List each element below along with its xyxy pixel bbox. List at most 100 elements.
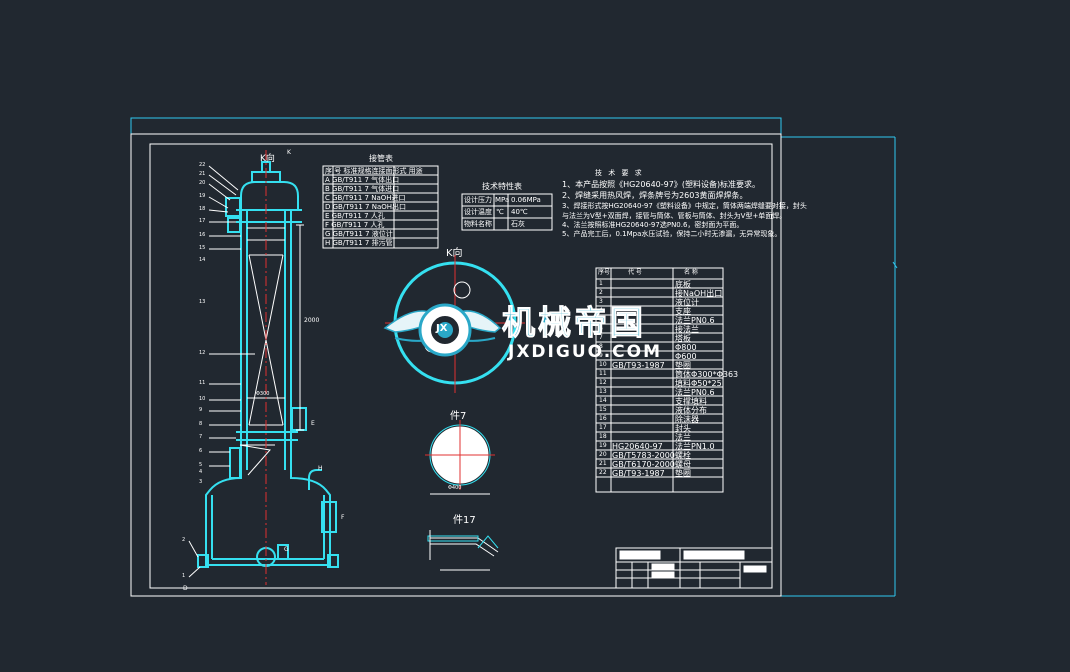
tech-char-temp-value: 40℃ (511, 208, 528, 216)
parts-row-13-name: 法兰PN0.6 (675, 388, 715, 397)
k-direction-label: K向 (260, 154, 275, 164)
part17-view (427, 530, 499, 571)
parts-row-10-code: GB/T93-1987 (612, 361, 665, 370)
item-number-8: 8 (199, 421, 203, 427)
nozzle-letter-f: F (341, 514, 345, 521)
watermark-badge: JX (436, 323, 448, 334)
item-number-18: 18 (199, 206, 206, 212)
parts-row-9-name: Φ600 (675, 352, 697, 361)
tech-char-table (461, 193, 553, 231)
parts-row-12-name: 填料Φ50*25 (675, 379, 722, 388)
item-number-20: 20 (199, 180, 206, 186)
parts-row-7-no: 7 (599, 334, 603, 341)
parts-row-9-no: 9 (599, 352, 603, 359)
tech-char-pressure-value: 0.06MPa (511, 196, 541, 204)
tech-req-title: 技 术 要 求 (595, 169, 644, 177)
item-number-6: 6 (199, 448, 203, 454)
parts-row-13-no: 13 (599, 388, 607, 395)
parts-row-5-name: 法兰PN0.6 (675, 316, 715, 325)
tech-char-medium-label: 物料名称 (464, 220, 492, 228)
part7-view (425, 420, 495, 495)
watermark-en: JXDIGUO.COM (508, 342, 663, 362)
tech-char-medium-value: 石灰 (511, 220, 525, 228)
item-number-21: 21 (199, 171, 206, 177)
tech-char-title: 技术特性表 (482, 182, 522, 191)
parts-row-11-no: 11 (599, 370, 607, 377)
parts-row-18-name: 法兰 (675, 433, 691, 442)
tech-char-pressure-unit: MPa (495, 196, 510, 204)
parts-header-name: 名 称 (684, 269, 698, 276)
item-number-7: 7 (199, 434, 203, 440)
item-number-10: 10 (199, 396, 206, 402)
parts-row-17-no: 17 (599, 424, 607, 431)
part17-label: 件17 (453, 515, 476, 526)
tech-req-line-6: 5、产品完工后，0.1Mpa水压试验，保持二小时无渗漏，无异常现象。 (562, 230, 782, 238)
item-number-5: 5 (199, 462, 203, 468)
parts-row-19-code: HG20640-97 (612, 442, 663, 451)
part7-dimension: Φ400 (448, 485, 462, 491)
parts-row-4-name: 支座 (675, 307, 691, 316)
parts-row-20-no: 20 (599, 451, 607, 458)
parts-header-code: 代 号 (628, 269, 642, 276)
parts-row-6-no: 6 (599, 325, 603, 332)
item-number-17: 17 (199, 218, 206, 224)
item-number-22: 22 (199, 162, 206, 168)
nozzle-row-a: A GB/T911 7 气体出口 (325, 176, 400, 184)
parts-row-19-no: 19 (599, 442, 607, 449)
nozzle-table-title: 接管表 (369, 154, 393, 163)
tech-char-temp-unit: ℃ (496, 208, 504, 216)
item-number-11: 11 (199, 380, 206, 386)
parts-row-20-code: GB/T5783-2000 (612, 451, 675, 460)
nozzle-row-c: C GB/T911 7 NaOH进口 (325, 194, 406, 202)
tech-req-line-1: 1、本产品按照《HG20640-97》(塑料设备)标准要求。 (562, 180, 761, 189)
nozzle-row-b: B GB/T911 7 气体进口 (325, 185, 400, 193)
watermark-cn: 机械帝国 (502, 303, 646, 342)
nozzle-row-f: F GB/T911 7 人孔 (325, 221, 385, 229)
parts-row-8-name: Φ800 (675, 343, 697, 352)
item-number-15: 15 (199, 245, 206, 251)
parts-row-17-name: 封头 (675, 424, 691, 433)
parts-row-21-code: GB/T6170-2000 (612, 460, 675, 469)
parts-row-10-no: 10 (599, 361, 607, 368)
parts-row-21-name: 螺母 (675, 460, 691, 469)
parts-row-7-name: 塔板 (675, 334, 691, 343)
nozzle-table (322, 165, 439, 249)
parts-row-4-no: 4 (599, 307, 603, 314)
nozzle-table-header: 序 号 标准规格连接面形式 用途 (325, 167, 423, 175)
tech-req-line-3: 3、焊接形式按HG20640-97《塑料设备》中规定，筒体两端焊缝要对接，封头 (562, 202, 807, 210)
item-number-19: 19 (199, 193, 206, 199)
item-number-3: 3 (199, 479, 203, 485)
tech-req-line-2: 2、焊缝采用热风焊，焊条牌号为2603黄面焊焊条。 (562, 191, 748, 200)
parts-row-18-no: 18 (599, 433, 607, 440)
item-number-9: 9 (199, 407, 203, 413)
tech-char-temp-label: 设计温度 (464, 208, 492, 216)
parts-row-21-no: 21 (599, 460, 607, 467)
item-number-14: 14 (199, 257, 206, 263)
k-view-label: K向 (446, 248, 463, 259)
parts-list (595, 267, 724, 493)
item-number-2: 2 (182, 537, 186, 543)
parts-row-15-no: 15 (599, 406, 607, 413)
parts-row-19-name: 法兰PN1.0 (675, 442, 715, 451)
parts-row-2-no: 2 (599, 289, 603, 296)
parts-row-10-name: 垫圈 (675, 361, 691, 370)
parts-row-3-name: 液位计 (675, 298, 699, 307)
nozzle-row-g: G GB/T911 7 液位计 (325, 230, 393, 238)
parts-row-5-no: 5 (599, 316, 603, 323)
parts-row-15-name: 液体分布 (675, 406, 707, 415)
parts-row-6-name: 接法兰 (675, 325, 699, 334)
parts-row-1-no: 1 (599, 280, 603, 287)
parts-row-1-name: 底板 (675, 280, 691, 289)
part7-label: 件7 (450, 411, 467, 422)
nozzle-letter-d: D (183, 585, 188, 592)
parts-row-16-no: 16 (599, 415, 607, 422)
diameter-dimension: Φ300 (256, 391, 270, 397)
parts-row-22-code: GB/T93-1987 (612, 469, 665, 478)
parts-row-16-name: 除沫器 (675, 415, 699, 424)
nozzle-row-d: D GB/T911 7 NaOH出口 (325, 203, 407, 211)
parts-header-no: 序号 (598, 269, 611, 276)
parts-row-3-no: 3 (599, 298, 603, 305)
nozzle-row-h: H GB/T911 7 排污管 (325, 239, 393, 247)
nozzle-letter-g: G (284, 546, 289, 553)
